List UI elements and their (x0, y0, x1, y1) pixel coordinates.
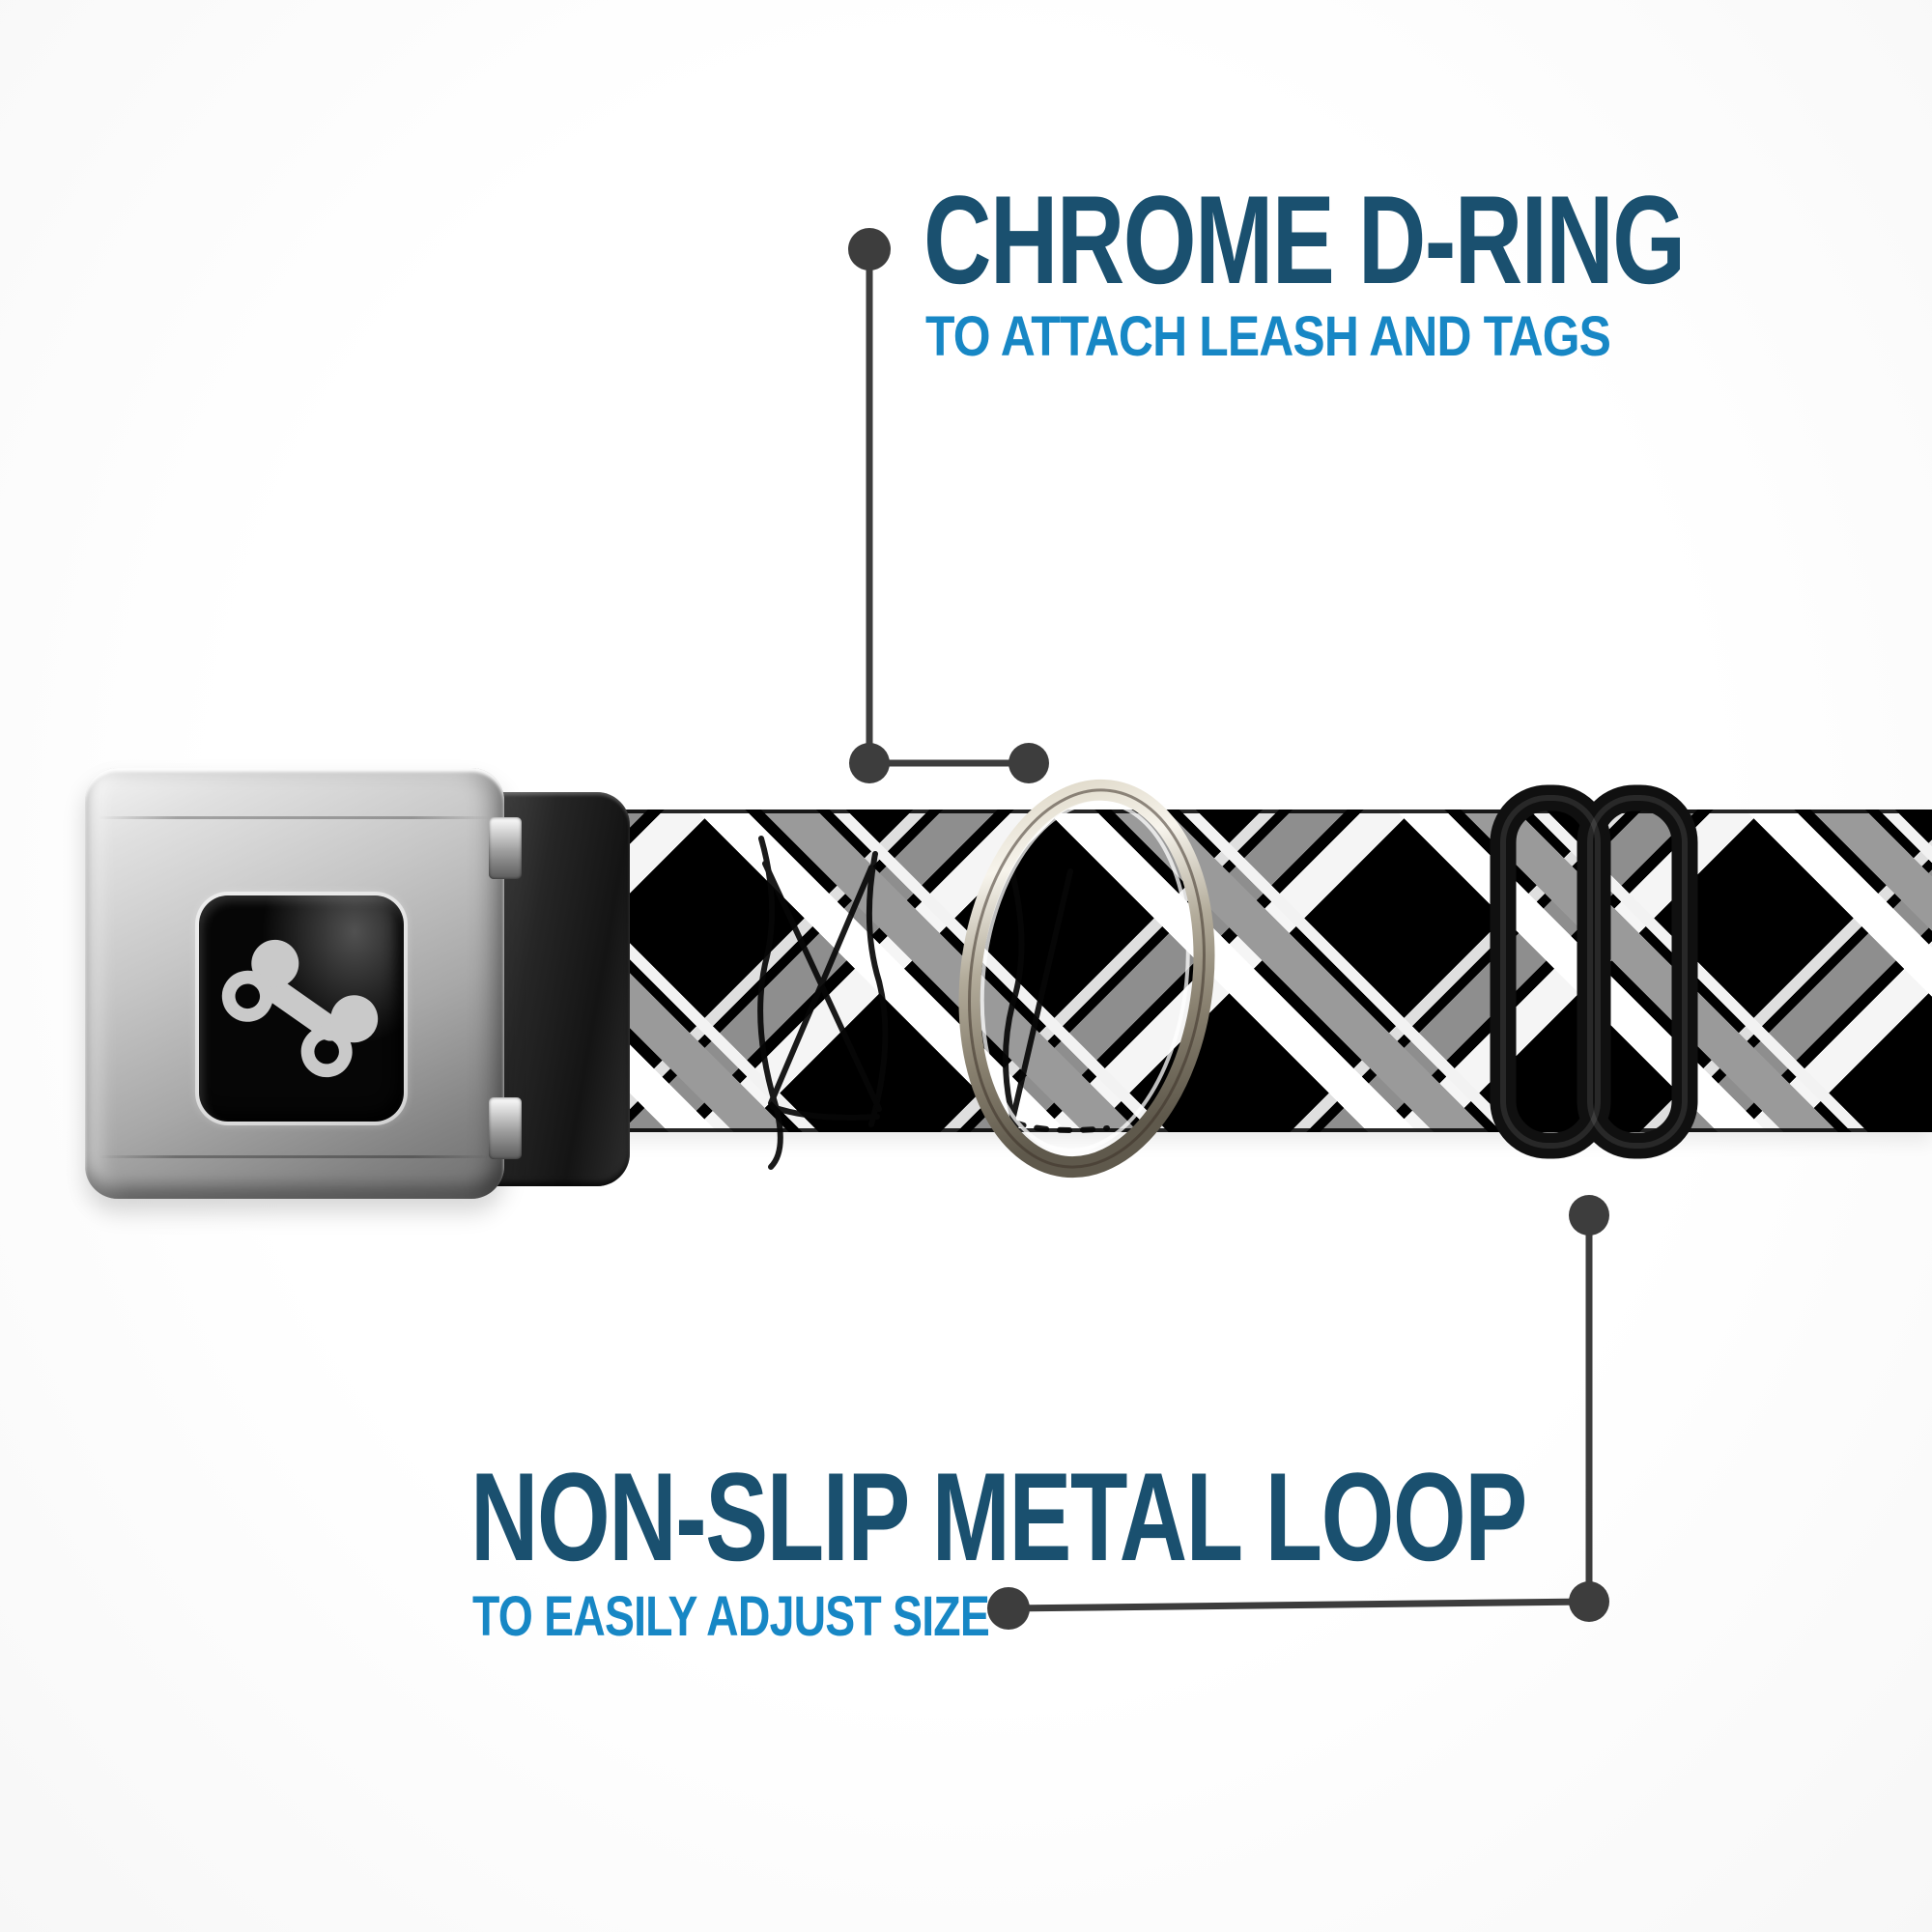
callout-dot-bottom-corner (1569, 1581, 1609, 1622)
top-callout-title: CHROME D-RING (923, 169, 1686, 310)
metal-loop-slider (1490, 784, 1698, 1159)
callout-dot-slider (1569, 1195, 1609, 1236)
callout-dot-top-label (848, 228, 891, 270)
callout-dot-bottom-label (987, 1587, 1030, 1630)
chrome-d-ring (958, 779, 1215, 1179)
callout-dot-top-corner (849, 743, 890, 783)
bottom-callout-subtitle: TO EASILY ADJUST SIZE (472, 1585, 990, 1648)
top-callout-subtitle: TO ATTACH LEASH AND TAGS (925, 305, 1611, 368)
buckle-clip-top (489, 817, 522, 879)
buckle-window (199, 895, 404, 1122)
buckle-clip-bottom (489, 1097, 522, 1159)
dog-bone-icon (221, 939, 379, 1078)
bottom-callout-title: NON-SLIP METAL LOOP (470, 1446, 1527, 1587)
